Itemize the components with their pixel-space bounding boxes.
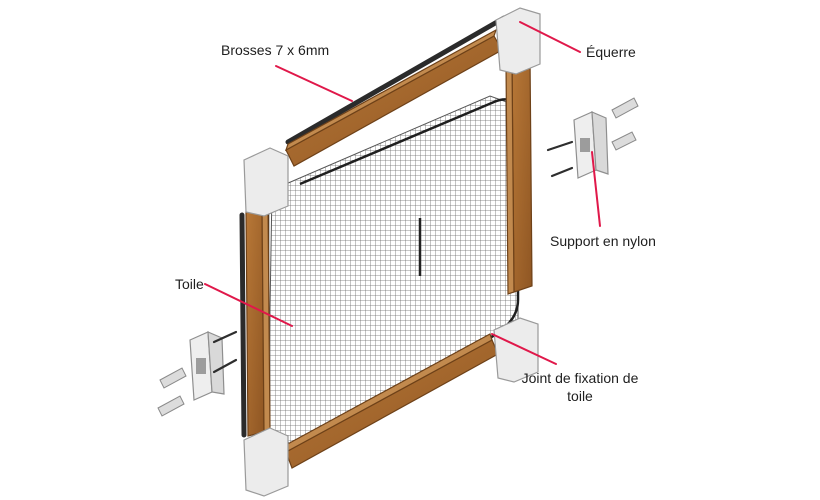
nylon-support-right [546,97,639,179]
corner-brackets [243,7,541,497]
label-mesh: Toile [175,276,204,292]
label-corner-bracket: Équerre [586,44,636,60]
nylon-support-left [157,330,238,417]
brush-seals [239,15,507,438]
leader-equerre [519,21,581,53]
leader-joint [491,333,557,365]
leader-toile [204,283,293,327]
label-nylon-support: Support en nylon [550,233,656,249]
leader-brosses [275,65,353,102]
label-brushes: Brosses 7 x 6mm [221,42,330,58]
leader-support [591,151,601,227]
leader-lines [204,21,601,365]
label-fixing-joint: Joint de fixation de toile [521,370,639,404]
